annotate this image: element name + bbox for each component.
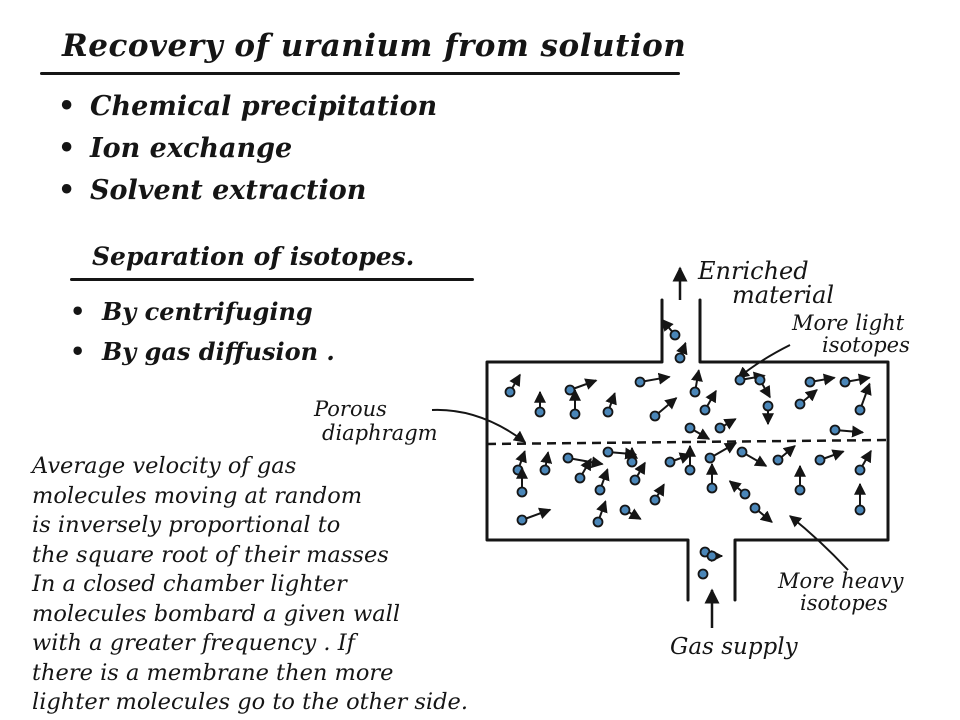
label-heavy-isotopes: isotopes bbox=[800, 591, 888, 615]
label-light-isotopes: isotopes bbox=[822, 333, 910, 357]
list-item: Chemical precipitation bbox=[58, 86, 437, 128]
molecule bbox=[697, 568, 709, 580]
label-more-heavy: More heavy bbox=[778, 569, 904, 593]
molecule bbox=[749, 502, 773, 523]
heading-recovery: Recovery of uranium from solution bbox=[62, 28, 687, 64]
molecule bbox=[814, 449, 845, 466]
molecule bbox=[684, 422, 711, 440]
heading-separation: Separation of isotopes. bbox=[92, 242, 415, 271]
heading-recovery-underline bbox=[40, 72, 680, 75]
molecule bbox=[762, 400, 774, 426]
molecule bbox=[706, 462, 718, 494]
list-item: Ion exchange bbox=[58, 128, 437, 170]
label-enriched: Enriched bbox=[698, 257, 809, 285]
molecule bbox=[562, 452, 604, 469]
molecule bbox=[512, 450, 527, 476]
molecule bbox=[619, 504, 642, 520]
chamber-outline bbox=[485, 298, 890, 602]
molecule bbox=[754, 374, 771, 399]
molecule bbox=[728, 480, 751, 500]
molecule bbox=[602, 392, 617, 418]
recovery-methods-list: Chemical precipitation Ion exchange Solv… bbox=[58, 86, 437, 212]
heavy-isotopes-pointer bbox=[789, 515, 849, 571]
molecule bbox=[714, 418, 737, 434]
molecule bbox=[689, 369, 703, 398]
molecule bbox=[794, 464, 806, 496]
molecule bbox=[534, 390, 546, 418]
diaphragm-pointer bbox=[431, 408, 526, 443]
molecule bbox=[649, 483, 665, 506]
molecule bbox=[854, 482, 866, 516]
molecule bbox=[829, 424, 865, 438]
label-more-light: More light bbox=[792, 311, 905, 335]
molecule bbox=[629, 461, 646, 486]
molecule-group bbox=[504, 318, 872, 580]
explanation-paragraph: Average velocity of gas molecules moving… bbox=[32, 453, 469, 715]
list-item: By centrifuging bbox=[70, 292, 335, 332]
molecule bbox=[664, 452, 692, 468]
label-material: material bbox=[732, 281, 835, 309]
molecule bbox=[592, 500, 608, 528]
heading-separation-underline bbox=[70, 278, 474, 281]
separation-methods-list: By centrifuging By gas diffusion . bbox=[70, 292, 335, 372]
molecule bbox=[706, 550, 724, 562]
label-gas-supply: Gas supply bbox=[670, 634, 798, 660]
molecule bbox=[504, 373, 521, 398]
list-item: By gas diffusion . bbox=[70, 332, 335, 372]
list-item: Solvent extraction bbox=[58, 170, 437, 212]
label-diaphragm: diaphragm bbox=[322, 421, 438, 445]
molecule bbox=[661, 318, 681, 341]
molecule bbox=[626, 446, 638, 468]
molecule bbox=[569, 388, 581, 420]
molecule bbox=[804, 373, 836, 388]
molecule bbox=[839, 373, 871, 388]
molecule bbox=[539, 451, 553, 476]
molecule bbox=[516, 466, 528, 498]
porous-diaphragm-line bbox=[486, 438, 889, 446]
molecule bbox=[854, 449, 872, 476]
molecule bbox=[704, 442, 738, 464]
label-porous: Porous bbox=[314, 397, 387, 421]
molecule bbox=[674, 341, 688, 364]
molecule bbox=[772, 445, 796, 466]
molecule bbox=[594, 468, 610, 496]
molecule bbox=[649, 397, 678, 422]
molecule bbox=[634, 372, 671, 388]
molecule bbox=[736, 446, 768, 467]
molecule bbox=[699, 389, 717, 416]
molecule bbox=[516, 507, 552, 526]
molecule bbox=[574, 457, 592, 484]
molecule bbox=[854, 382, 872, 416]
molecule bbox=[684, 444, 696, 476]
molecule bbox=[564, 378, 598, 396]
molecule bbox=[794, 389, 818, 410]
